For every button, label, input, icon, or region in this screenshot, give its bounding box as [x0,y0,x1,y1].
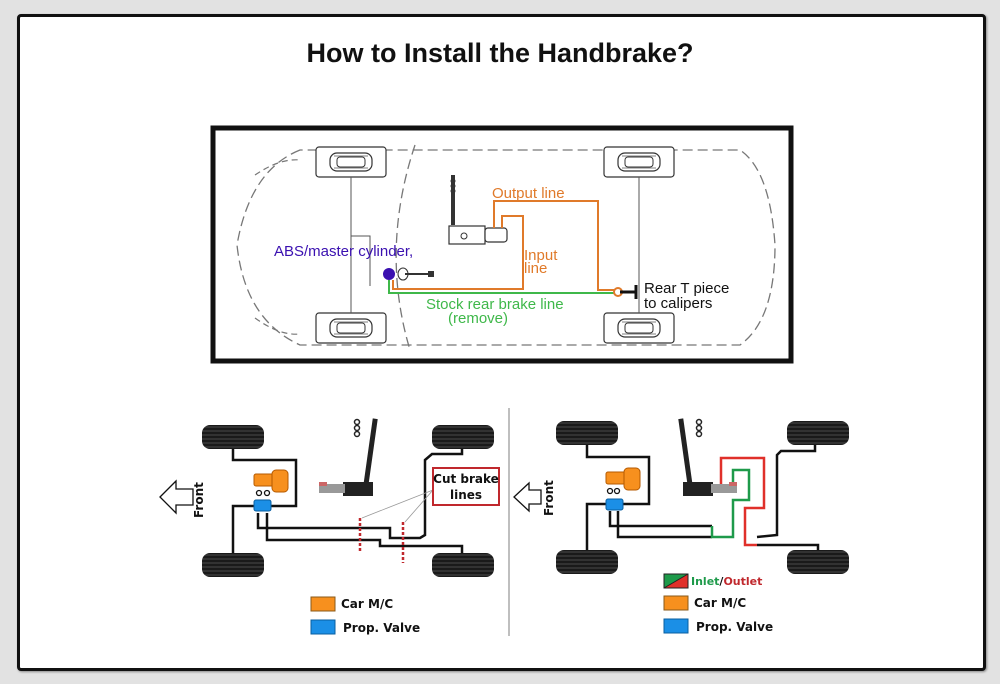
cut-pointer-1 [361,489,434,519]
abs-label: ABS/master cylinder, [274,243,413,260]
handbrake-icon [318,417,379,497]
front-arrow-icon [513,481,542,513]
legend-swatch-car-mc [663,595,689,611]
front-label: Front [192,482,206,518]
tire-rear-right [787,550,849,574]
cut-brake-lines-callout [432,467,500,506]
top-diagram-border [210,125,794,364]
tire-rear-left [787,421,849,445]
windshield-line [395,144,416,351]
handbrake-unit [448,175,508,245]
tire-rear-left [432,425,494,449]
cut-pointer-2 [404,489,434,523]
brake-lines [231,449,464,553]
prop-valve [605,498,624,511]
legend-label-prop-valve: Prop. Valve [696,620,773,634]
stock-line-label-2: (remove) [448,310,508,327]
stock-rear-brake-line [388,280,620,294]
tire-front-left [202,425,264,449]
front-brake-line [351,235,371,286]
car-master-cylinder [253,469,289,497]
right-diagram: Front I [513,417,849,634]
wheel-rear-right [603,312,675,344]
inlet-line [710,468,751,539]
output-line [493,200,618,291]
brake-lines [585,445,820,550]
left-diagram: Front Cut brake lines Car M/C [159,417,500,635]
legend-swatch-inlet-outlet [663,573,689,589]
tire-front-right [202,553,264,577]
rear-t-piece-label-1: Rear T piece [644,280,729,297]
legend-swatch-prop-valve [310,619,336,635]
wheel-front-right [315,312,387,344]
cut-label-2: lines [450,488,482,502]
input-line-label-2: line [524,260,547,277]
legend-swatch-prop-valve [663,618,689,634]
prop-valve [253,499,272,512]
front-arrow-icon [159,479,194,515]
wheel-front-left [315,146,387,178]
input-line-label-1: Input [524,247,558,264]
headlight-outline [254,317,301,335]
car-master-cylinder [605,467,641,495]
rear-t-piece-label-2: to calipers [644,295,712,312]
cut-label-1: Cut brake [433,472,499,486]
input-line [392,215,524,290]
legend-label-car-mc: Car M/C [341,597,393,611]
car-outline [236,149,776,346]
tire-rear-right [432,553,494,577]
legend-label-car-mc: Car M/C [694,596,746,610]
top-diagram: ABS/master cylinder, Output line Input l… [210,125,794,364]
legend-swatch-car-mc [310,596,336,612]
master-cylinder-valve [397,267,434,281]
stock-line-label-1: Stock rear brake line [426,296,564,313]
legend-separator: / [719,575,724,588]
output-line-label: Output line [492,185,565,202]
headlight-outline [254,159,301,176]
outlet-line [719,456,766,547]
legend-label-prop-valve: Prop. Valve [343,621,420,635]
front-label: Front [542,480,556,516]
page-title: How to Install the Handbrake? [306,38,694,68]
tire-front-left [556,421,618,445]
master-cylinder-dot [383,268,395,280]
tire-front-right [556,550,618,574]
wheel-rear-left [603,146,675,178]
legend-inlet-text: Inlet [691,575,719,588]
legend-outlet-text: Outlet [723,575,762,588]
legend-label-inlet-outlet: Inlet/Outlet [691,575,762,588]
